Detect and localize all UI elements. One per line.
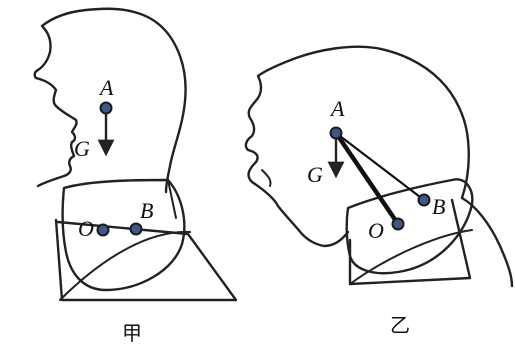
- yi-point-a: [329, 126, 343, 140]
- yi-shoulder-curve: [349, 229, 473, 285]
- yi-label-g: G: [307, 162, 323, 187]
- jia-caption: 甲: [122, 321, 142, 345]
- figure-yi: A G O B 乙: [244, 45, 514, 337]
- yi-label-o: O: [368, 218, 384, 243]
- jia-point-b: [129, 222, 143, 236]
- jia-collar-right-edge: [167, 179, 177, 219]
- jia-point-a: [99, 101, 113, 115]
- jia-label-g: G: [74, 136, 90, 161]
- jia-label-b: B: [140, 198, 153, 223]
- yi-shoulder-triangle: [348, 198, 472, 286]
- jia-head-outline: [33, 7, 187, 194]
- jia-shoulder-triangle: [54, 218, 238, 302]
- figure-jia: A G O B 甲: [33, 7, 238, 345]
- yi-label-b: B: [432, 194, 445, 219]
- yi-line-ao: [333, 130, 401, 227]
- yi-line-ab: [334, 131, 426, 202]
- yi-back-curve: [460, 196, 514, 288]
- yi-head-outline: [244, 45, 470, 248]
- yi-label-a: A: [329, 96, 345, 121]
- yi-point-o: [391, 217, 405, 231]
- jia-point-o: [96, 223, 110, 237]
- jia-label-a: A: [98, 75, 114, 100]
- yi-point-b: [417, 193, 431, 207]
- jia-label-o: O: [78, 216, 94, 241]
- jia-shoulder-curve: [59, 230, 191, 301]
- yi-caption: 乙: [390, 313, 410, 337]
- yi-nose: [261, 169, 272, 187]
- jia-collar-ellipse: [61, 178, 186, 292]
- yi-collar-ellipse: [345, 178, 474, 275]
